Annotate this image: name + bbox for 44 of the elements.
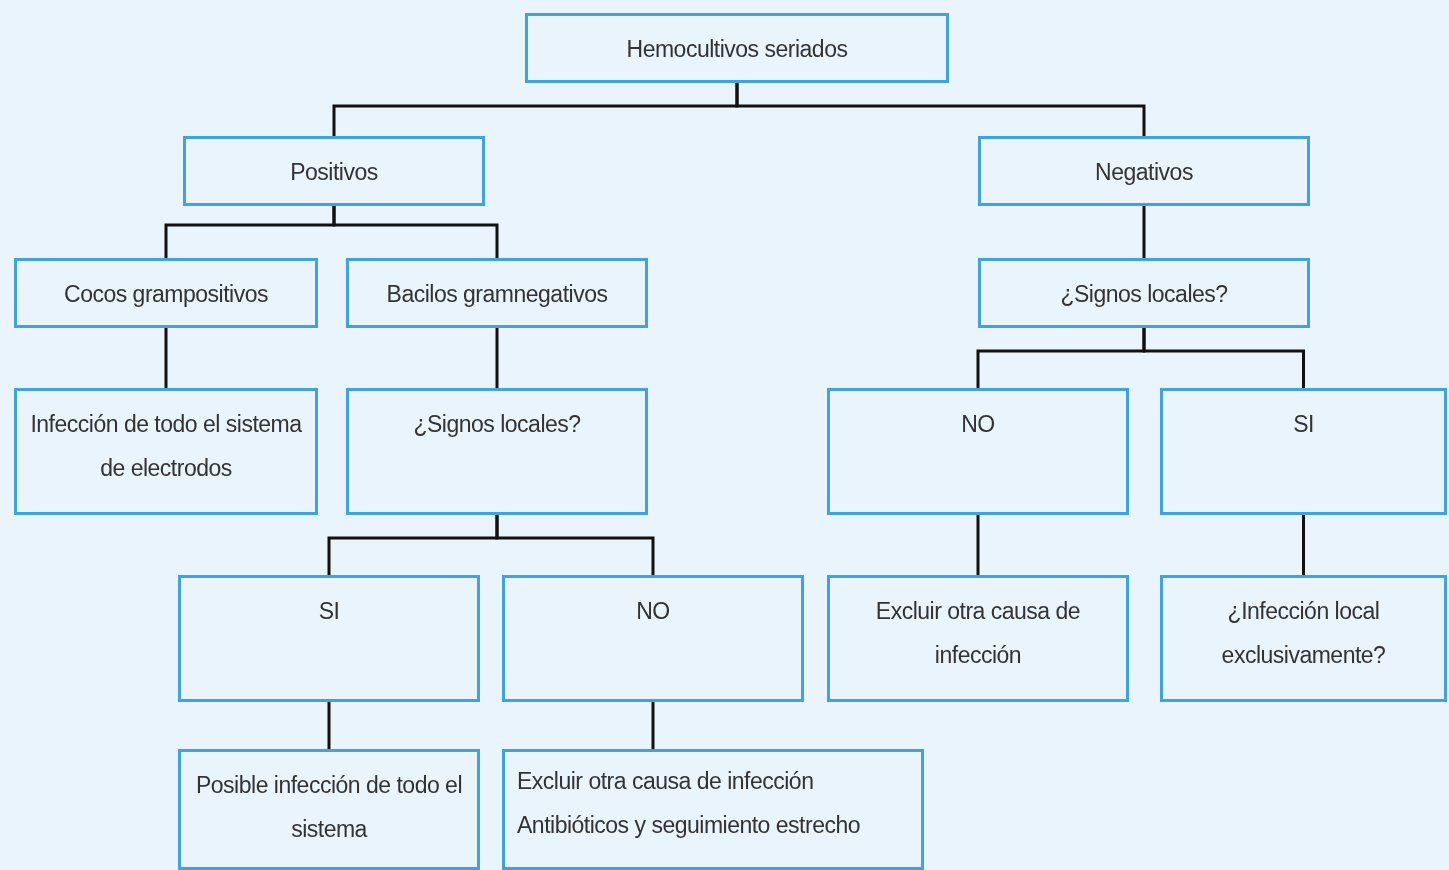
box-text: SI (318, 597, 340, 626)
connector-line (651, 702, 655, 749)
process-box (502, 749, 924, 870)
box-text: Positivos (290, 158, 378, 187)
connector-line (1142, 328, 1305, 388)
connector-line (164, 328, 168, 388)
box-text: Excluir otra causa de infección (517, 767, 814, 796)
process-box (14, 388, 318, 515)
box-text: Infección de todo el sistema de electrodos (29, 410, 303, 483)
process-box (183, 136, 485, 206)
box-text: Posible infección de todo el sistema (195, 771, 463, 844)
box-text: NO (961, 410, 995, 439)
process-box (178, 749, 480, 870)
box-text: Cocos grampositivos (64, 280, 268, 309)
process-box (827, 388, 1129, 515)
process-box (502, 575, 804, 702)
process-box (178, 575, 480, 702)
box-text: Negativos (1095, 158, 1193, 187)
process-box (978, 258, 1310, 328)
box-text: ¿Signos locales? (1060, 280, 1228, 309)
connector-line (495, 328, 499, 388)
process-box (346, 388, 648, 515)
box-text: ¿Infección local exclusivamente? (1220, 597, 1387, 670)
process-box (346, 258, 648, 328)
box-text: Antibióticos y seguimiento estrecho (517, 810, 861, 840)
box-text: SI (1293, 410, 1314, 439)
process-box (827, 575, 1129, 702)
process-box (1160, 388, 1447, 515)
process-box (525, 13, 949, 83)
process-box (1160, 575, 1447, 702)
connector-line (332, 206, 499, 258)
box-text: Hemocultivos seriados (626, 35, 848, 64)
box-text: NO (636, 597, 670, 626)
connector-line (1302, 515, 1305, 575)
connector-line (1142, 206, 1146, 258)
process-box (14, 258, 318, 328)
connector-line (735, 83, 1146, 136)
box-text: ¿Signos locales? (413, 410, 581, 439)
process-box (978, 136, 1310, 206)
connector-line (976, 515, 980, 575)
connector-line (327, 702, 331, 749)
connector-line (495, 515, 655, 575)
box-text: Bacilos gramnegativos (386, 280, 608, 309)
box-text: Excluir otra causa de infección (874, 597, 1082, 670)
